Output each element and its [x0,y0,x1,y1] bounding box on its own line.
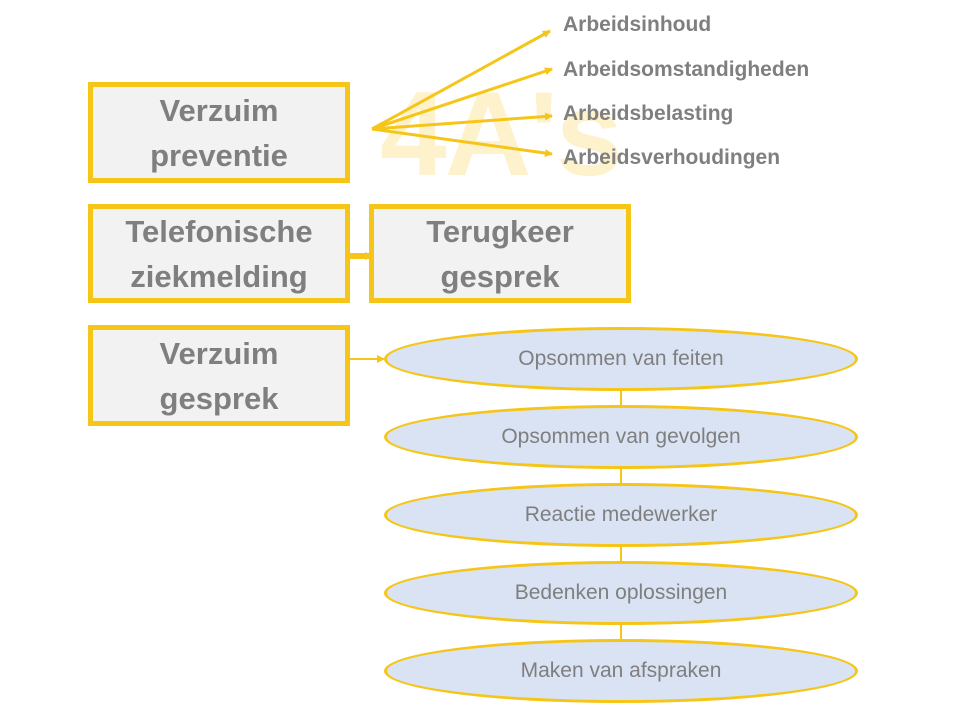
box-terugkeer-gesprek: Terugkeer gesprek [369,204,631,303]
box-telefonische-ziekmelding: Telefonische ziekmelding [88,204,350,303]
arrow-arbeidsinhoud [371,29,551,131]
step-opsommen-feiten: Opsommen van feiten [384,327,858,391]
box-verzuim-gesprek: Verzuim gesprek [88,325,350,426]
box-verzuim-gesprek-label: Verzuim gesprek [159,335,279,416]
step-label: Reactie medewerker [524,503,718,526]
step-label: Maken van afspraken [520,659,722,682]
box-verzuim-preventie: Verzuim preventie [88,82,350,183]
step-label: Opsommen van gevolgen [501,425,741,448]
box-telefonische-ziekmelding-label: Telefonische ziekmelding [125,213,313,294]
step-reactie-medewerker: Reactie medewerker [384,483,858,547]
step-maken-afspraken: Maken van afspraken [384,639,858,703]
step-opsommen-gevolgen: Opsommen van gevolgen [384,405,858,469]
step-label: Opsommen van feiten [518,347,724,370]
box-verzuim-preventie-label: Verzuim preventie [150,92,288,173]
step-bedenken-oplossingen: Bedenken oplossingen [384,561,858,625]
branch-arbeidsverhoudingen: Arbeidsverhoudingen [563,146,781,169]
step-label: Bedenken oplossingen [514,581,728,604]
box-terugkeer-gesprek-label: Terugkeer gesprek [426,213,574,294]
branch-arbeidsbelasting: Arbeidsbelasting [563,102,734,125]
arrow-arbeidsomstandigheden [371,67,553,131]
watermark-4as: 4A's [380,67,623,201]
branch-arbeidsomstandigheden: Arbeidsomstandigheden [563,58,810,81]
arrow-arbeidsverhoudingen [371,127,553,157]
arrow-arbeidsbelasting [371,112,553,131]
branch-arbeidsinhoud: Arbeidsinhoud [563,13,712,36]
